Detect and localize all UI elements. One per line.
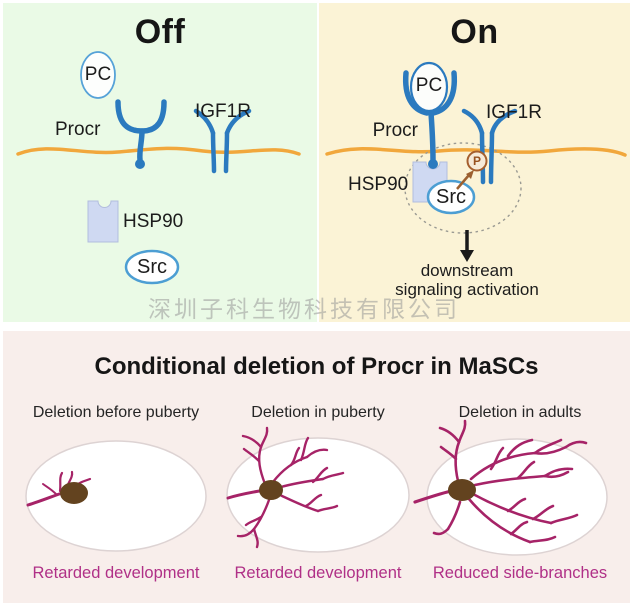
watermark-text: 深圳子科生物科技有限公司 — [148, 296, 460, 322]
bottom-panel-title: Conditional deletion of Procr in MaSCs — [94, 353, 539, 380]
hsp90-shape-icon — [87, 200, 119, 243]
on-state-panel: On PC Procr IGF1R HSP90 Src P downstream… — [319, 3, 630, 322]
procr-label: Procr — [55, 119, 101, 140]
procr-receptor-arm-right — [430, 70, 458, 116]
procr-receptor-arm-left — [402, 70, 430, 116]
off-title: Off — [134, 13, 186, 51]
pc-ligand-oval — [80, 51, 116, 99]
phosphorylation-arrowhead — [466, 170, 474, 179]
pc-label: PC — [415, 75, 443, 96]
column-label-before-puberty: Deletion before puberty — [32, 404, 200, 421]
lymph-node-3 — [448, 479, 476, 501]
fat-pad-oval-1 — [25, 440, 207, 552]
on-title: On — [450, 13, 499, 51]
column-label-in-adults: Deletion in adults — [458, 404, 582, 421]
procr-receptor-stem — [428, 110, 436, 163]
hsp90-label: HSP90 — [348, 174, 409, 195]
igf1r-receptor-icon — [193, 108, 252, 174]
procr-label: Procr — [372, 120, 418, 141]
cell-membrane-icon — [16, 146, 301, 156]
result-text-line2: signaling activation — [395, 280, 539, 299]
conditional-deletion-panel: Conditional deletion of Procr in MaSCs D… — [3, 331, 630, 603]
lymph-node-2 — [259, 480, 283, 500]
procr-receptor-icon — [115, 99, 167, 134]
hsp90-label: HSP90 — [123, 211, 184, 232]
src-label: Src — [436, 186, 466, 208]
pc-ligand-oval — [409, 61, 449, 113]
phospho-circle-icon — [466, 150, 488, 172]
phosphorylation-arrow — [456, 174, 470, 190]
on-state-diagram — [325, 61, 627, 262]
procr-intracellular-ball — [135, 159, 145, 169]
mammary-gland-diagrams — [25, 419, 608, 556]
caption-reduced-side-branches: Reduced side-branches — [432, 564, 608, 582]
src-oval — [426, 179, 476, 215]
pc-label: PC — [84, 64, 112, 85]
procr-receptor-stem — [137, 128, 145, 163]
phospho-label: P — [472, 154, 481, 168]
src-oval — [124, 249, 180, 285]
off-state-panel: Off PC Procr IGF1R HSP90 Src — [3, 3, 317, 322]
fat-pad-oval-2 — [226, 437, 410, 553]
column-label-in-puberty: Deletion in puberty — [251, 404, 385, 421]
caption-retarded-development-2: Retarded development — [234, 564, 402, 582]
src-label: Src — [137, 256, 167, 278]
igf1r-label: IGF1R — [486, 102, 542, 123]
downstream-arrowhead — [460, 250, 474, 262]
igf1r-label: IGF1R — [195, 101, 251, 122]
procr-intracellular-ball — [428, 159, 438, 169]
caption-retarded-development-1: Retarded development — [32, 564, 200, 582]
lymph-node-1 — [60, 482, 88, 504]
ductal-tree-in-puberty — [226, 426, 345, 549]
igf1r-receptor-icon — [461, 108, 518, 185]
result-text-line1: downstream — [420, 261, 514, 280]
ductal-tree-in-adults — [413, 419, 588, 544]
off-state-diagram — [16, 51, 301, 285]
activation-complex-dotted-ellipse — [404, 142, 522, 234]
